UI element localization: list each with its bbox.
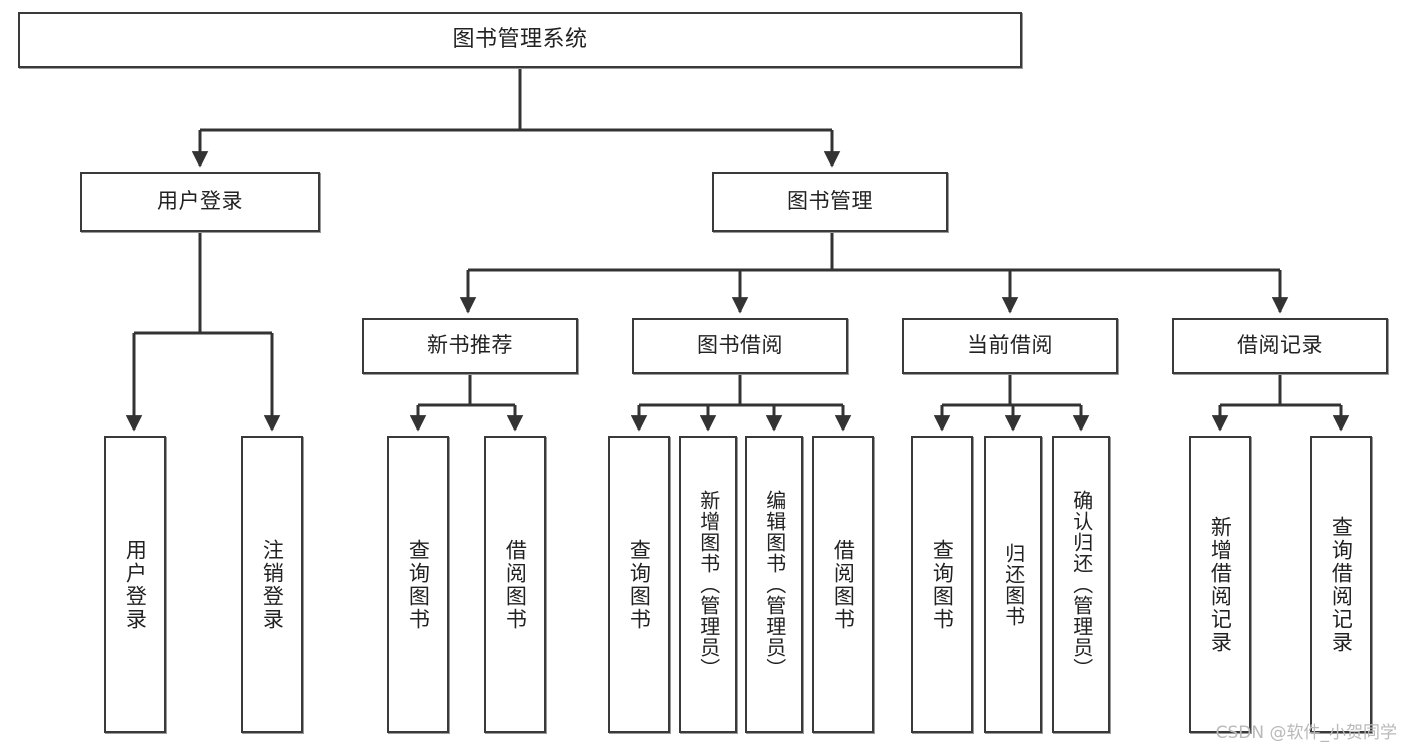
node-current-borrow[interactable]: 当前借阅: [902, 318, 1118, 374]
node-book-borrow-label: 图书借阅: [697, 333, 783, 358]
node-leaf-borrow-book-2-label: 借阅图书: [831, 538, 856, 631]
node-leaf-edit-book-label: 编辑图书（管理员）: [762, 490, 787, 679]
node-leaf-query-book-1-label: 查询图书: [406, 538, 431, 631]
node-leaf-query-book-2[interactable]: 查询图书: [608, 436, 670, 733]
node-leaf-add-book-label: 新增图书（管理员）: [696, 490, 721, 679]
node-leaf-query-book-1[interactable]: 查询图书: [387, 436, 449, 733]
node-root[interactable]: 图书管理系统: [18, 12, 1022, 68]
node-leaf-return-book[interactable]: 归还图书: [984, 436, 1042, 733]
node-user-login[interactable]: 用户登录: [80, 172, 320, 232]
node-leaf-confirm-return[interactable]: 确认归还（管理员）: [1052, 436, 1110, 733]
node-leaf-borrow-book-1-label: 借阅图书: [503, 538, 528, 631]
node-leaf-add-record-label: 新增借阅记录: [1208, 515, 1233, 654]
node-book-borrow[interactable]: 图书借阅: [632, 318, 848, 374]
node-root-label: 图书管理系统: [452, 26, 588, 52]
node-new-book-recommend-label: 新书推荐: [427, 333, 513, 358]
node-leaf-query-book-2-label: 查询图书: [627, 538, 652, 631]
node-leaf-return-book-label: 归还图书: [1001, 542, 1026, 627]
node-borrow-record[interactable]: 借阅记录: [1172, 318, 1388, 374]
node-leaf-user-login[interactable]: 用户登录: [104, 436, 166, 733]
node-leaf-logout[interactable]: 注销登录: [241, 436, 303, 733]
watermark: CSDN @软件_小贺同学: [1215, 723, 1397, 743]
node-leaf-user-login-label: 用户登录: [123, 538, 148, 631]
node-book-manage-label: 图书管理: [787, 189, 873, 214]
node-leaf-query-record[interactable]: 查询借阅记录: [1310, 436, 1372, 733]
node-user-login-label: 用户登录: [157, 189, 243, 214]
node-current-borrow-label: 当前借阅: [967, 333, 1053, 358]
node-leaf-query-book-3-label: 查询图书: [930, 538, 955, 631]
node-borrow-record-label: 借阅记录: [1237, 333, 1323, 358]
node-leaf-query-record-label: 查询借阅记录: [1329, 515, 1354, 654]
node-leaf-add-record[interactable]: 新增借阅记录: [1189, 436, 1251, 733]
node-leaf-borrow-book-1[interactable]: 借阅图书: [484, 436, 546, 733]
node-leaf-add-book[interactable]: 新增图书（管理员）: [679, 436, 737, 733]
node-book-manage[interactable]: 图书管理: [712, 172, 948, 232]
node-leaf-confirm-return-label: 确认归还（管理员）: [1069, 490, 1094, 679]
node-new-book-recommend[interactable]: 新书推荐: [362, 318, 578, 374]
node-leaf-logout-label: 注销登录: [260, 538, 285, 631]
node-leaf-query-book-3[interactable]: 查询图书: [911, 436, 973, 733]
node-leaf-edit-book[interactable]: 编辑图书（管理员）: [745, 436, 803, 733]
node-leaf-borrow-book-2[interactable]: 借阅图书: [812, 436, 874, 733]
